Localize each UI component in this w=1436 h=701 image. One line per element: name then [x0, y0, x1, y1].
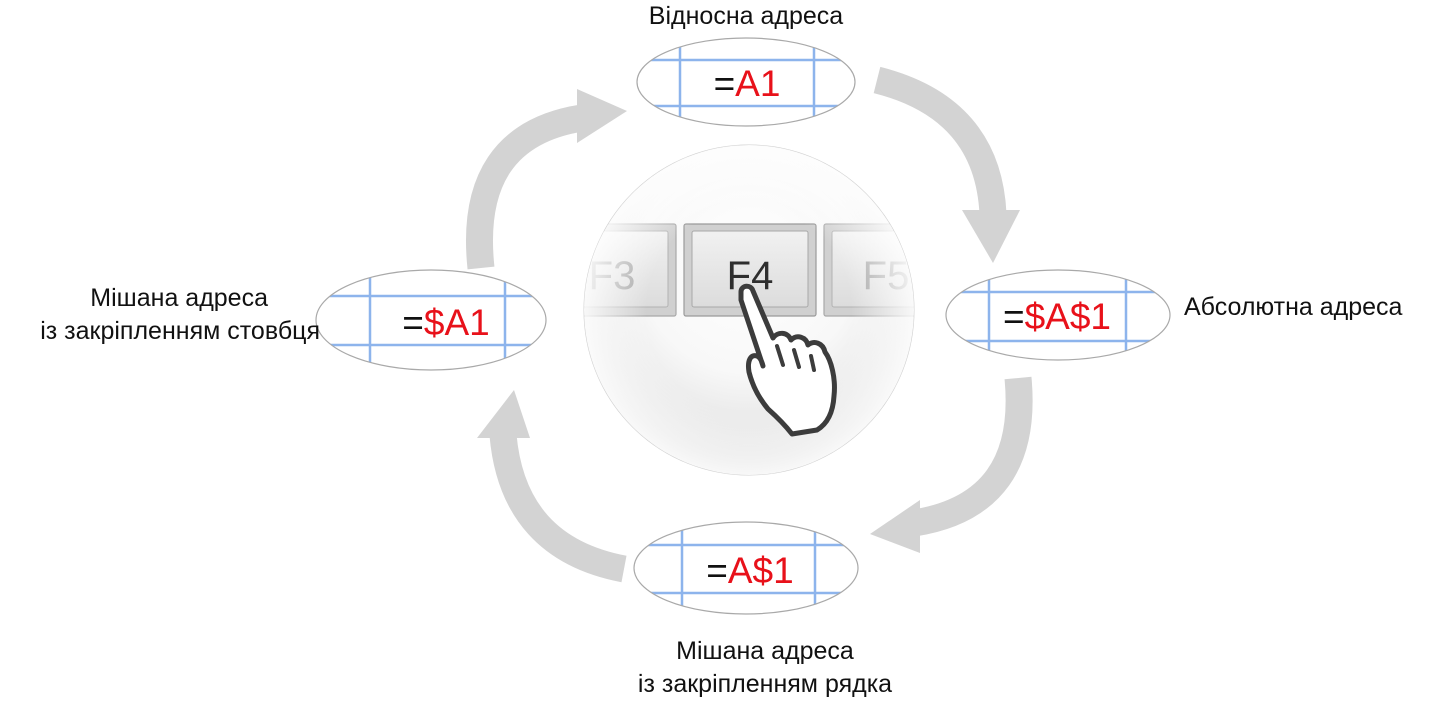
node-mixed-row: =A$1: [633, 521, 859, 615]
label-mixed-column-line1: Мішана адреса: [90, 284, 268, 312]
node-absolute: =$A$1: [945, 269, 1171, 361]
label-mixed-row-line2: із закріпленням рядка: [637, 670, 893, 698]
formula-equals: =: [706, 550, 728, 591]
keyboard-sphere: F3 F4 F5: [583, 144, 915, 476]
arrow-bottom-to-left: [477, 390, 627, 583]
svg-text:=A$1: =A$1: [706, 550, 793, 591]
formula-equals: =: [402, 302, 424, 343]
formula-reference: $A1: [424, 302, 490, 343]
svg-text:=A1: =A1: [714, 63, 781, 104]
formula-reference: A1: [735, 63, 780, 104]
arrow-left-to-top: [466, 89, 627, 270]
hand-pointer-icon: [738, 283, 837, 437]
arrow-right-to-bottom: [870, 376, 1033, 553]
label-mixed-row-line1: Мішана адреса: [676, 637, 854, 665]
label-mixed-row-address: Мішана адреса із закріпленням рядка: [565, 635, 965, 701]
label-relative-address: Відносна адреса: [546, 0, 946, 33]
svg-text:=$A$1: =$A$1: [1003, 296, 1111, 337]
node-mixed-column: =$A1: [315, 269, 547, 371]
formula-equals: =: [1003, 296, 1025, 337]
arrow-top-to-right: [873, 66, 1020, 263]
svg-text:=$A1: =$A1: [402, 302, 489, 343]
spreadsheet-grid: [316, 270, 546, 370]
label-mixed-column-line2: із закріпленням стовбця: [40, 317, 320, 345]
label-mixed-column-address: Мішана адреса із закріпленням стовбця: [0, 282, 320, 348]
label-relative-text: Відносна адреса: [648, 2, 844, 30]
label-absolute-address: Абсолютна адреса: [1184, 291, 1434, 324]
cycle-arrows: [466, 66, 1033, 583]
node-relative: =A1: [636, 37, 856, 127]
formula-equals: =: [714, 63, 736, 104]
label-absolute-text: Абсолютна адреса: [1184, 293, 1403, 321]
formula-reference: A$1: [728, 550, 794, 591]
formula-reference: $A$1: [1025, 296, 1111, 337]
